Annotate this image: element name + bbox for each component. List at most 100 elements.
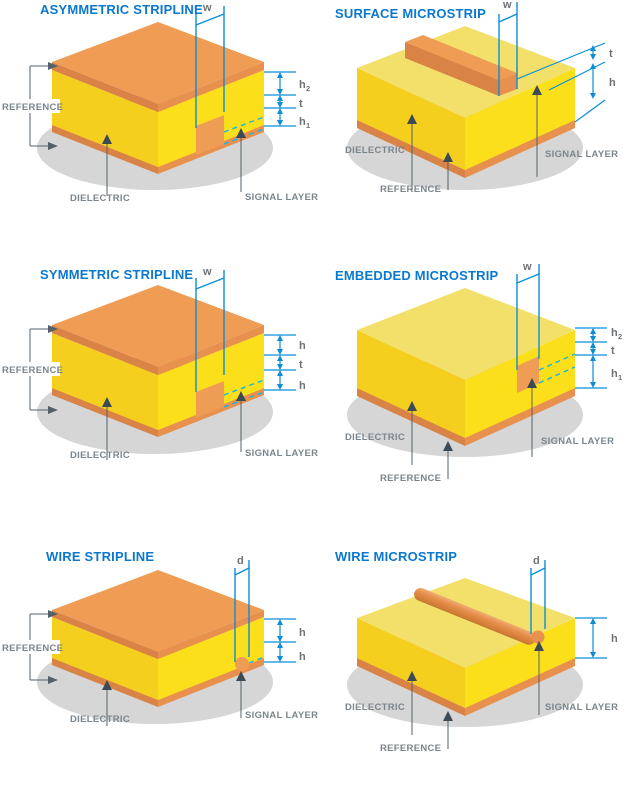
signal-plane-dash-upper	[223, 116, 265, 133]
d-label: d	[237, 555, 244, 567]
wire-cylinder	[414, 587, 545, 645]
signal-plane-dash-lower	[538, 366, 576, 384]
dim-h-top-symbol: h	[299, 627, 306, 639]
trace-front-face	[499, 73, 517, 96]
top-copper-right	[158, 610, 264, 659]
panel-title: EMBEDDED MICROSTRIP	[335, 268, 499, 283]
d-label: d	[533, 555, 540, 567]
dielectric-right-face	[465, 68, 575, 170]
top-copper-left	[52, 325, 158, 375]
dielectric-left-face	[357, 330, 465, 438]
bottom-copper-right	[465, 658, 575, 716]
signal-layer-label: SIGNAL LAYER	[545, 702, 618, 713]
arrow-h-top-up	[277, 335, 283, 341]
trace-left-face	[405, 42, 499, 96]
dielectric-right-face	[158, 70, 264, 167]
signal-trace	[196, 115, 224, 155]
bottom-copper-left	[357, 120, 465, 178]
panel-title: WIRE STRIPLINE	[46, 549, 155, 564]
arrow-h-top-down	[277, 636, 283, 642]
w-dimension-line	[498, 13, 518, 23]
bottom-copper-right	[158, 658, 264, 707]
reference-arrow-bottom	[48, 406, 58, 414]
bottom-copper-left	[357, 658, 465, 716]
dielectric-arrowhead	[407, 401, 417, 411]
dim-h2-symbol: h	[299, 79, 306, 91]
dielectric-label: DIELECTRIC	[345, 432, 405, 443]
arrow-h1-up	[590, 355, 596, 361]
arrow-h-top-up	[277, 619, 283, 625]
dim-tick-lines	[575, 327, 607, 389]
w-extension-lines	[195, 6, 225, 128]
dim-h2-subscript: 2	[306, 84, 310, 93]
dim-h1-symbol: h	[611, 368, 618, 380]
dielectric-arrowhead	[102, 397, 112, 407]
reference-label: REFERENCE	[380, 473, 441, 484]
panel-embedded-microstrip: EMBEDDED MICROSTRIP w h 2 t h 1 DIELECTR…	[317, 260, 633, 515]
panel-asymmetric-stripline: ASYMMETRIC STRIPLINE w h 2 t	[0, 0, 318, 255]
w-dimension-line	[516, 273, 540, 284]
arrow-t-up	[277, 95, 283, 101]
dielectric-label: DIELECTRIC	[70, 714, 130, 725]
top-copper-left	[52, 62, 158, 112]
dim-h2-subscript: 2	[618, 332, 622, 341]
arrow-h-down	[590, 93, 596, 99]
dim-h1-symbol: h	[299, 116, 306, 128]
w-label: w	[522, 261, 532, 273]
reference-arrowhead	[443, 711, 453, 721]
dielectric-left-face	[52, 70, 158, 167]
arrow-h1-down	[590, 382, 596, 388]
dim-tick-lines	[575, 617, 607, 659]
panel-title: SURFACE MICROSTRIP	[335, 6, 486, 21]
surface-microstrip-figure: w t h DIELECTRIC REFERENCE SIGNAL LAYER	[345, 0, 618, 195]
w-label: w	[202, 266, 212, 278]
arrow-t-down	[590, 349, 596, 355]
d-extension-lines	[234, 560, 250, 662]
arrow-t-down	[590, 54, 596, 60]
dielectric-left-face	[357, 618, 465, 708]
top-copper-right	[158, 325, 264, 375]
dielectric-top-face	[357, 578, 575, 668]
d-dimension-line	[530, 567, 546, 576]
reference-label-bg	[0, 640, 60, 654]
reference-label: REFERENCE	[380, 184, 441, 195]
dim-h-top-symbol: h	[299, 340, 306, 352]
dielectric-label: DIELECTRIC	[345, 145, 405, 156]
signal-arrowhead	[236, 391, 246, 401]
w-dimension-line	[195, 13, 225, 26]
w-extension-lines	[195, 270, 225, 392]
reference-arrowhead	[443, 152, 453, 162]
wire-stripline-figure: d h h REFERENCE DIELECTRIC SIGNAL LAYER	[0, 555, 318, 726]
panel-title: SYMMETRIC STRIPLINE	[40, 267, 194, 282]
dim-tick-lines	[516, 42, 606, 123]
w-label: w	[202, 2, 212, 14]
dielectric-left-face	[52, 617, 158, 700]
bottom-copper-left	[52, 388, 158, 437]
top-copper-plane	[52, 570, 264, 652]
reference-arrow-top	[48, 62, 58, 70]
bottom-copper-left	[52, 125, 158, 174]
dim-t-symbol: t	[609, 48, 613, 60]
arrow-h-bottom-up	[277, 642, 283, 648]
reference-label: REFERENCE	[2, 365, 63, 376]
signal-arrowhead	[532, 85, 542, 95]
top-copper-plane	[52, 285, 264, 367]
dielectric-arrowhead	[102, 680, 112, 690]
dim-t-symbol: t	[611, 345, 615, 357]
bottom-copper-left	[52, 658, 158, 707]
dielectric-arrowhead	[102, 134, 112, 144]
dielectric-right-face	[158, 617, 264, 700]
dielectric-arrowhead	[407, 114, 417, 124]
reference-arrow-bottom	[48, 142, 58, 150]
d-extension-lines	[530, 560, 546, 634]
arrow-h2-up	[277, 72, 283, 78]
panel-title: WIRE MICROSTRIP	[335, 549, 458, 564]
signal-layer-label: SIGNAL LAYER	[245, 710, 318, 721]
arrow-h-up	[590, 618, 596, 624]
signal-layer-label: SIGNAL LAYER	[245, 448, 318, 459]
dim-h1-subscript: 1	[306, 121, 310, 130]
arrow-h-top-down	[277, 349, 283, 355]
arrow-h-down	[590, 652, 596, 658]
signal-arrowhead	[236, 671, 246, 681]
reference-label: REFERENCE	[2, 102, 63, 113]
